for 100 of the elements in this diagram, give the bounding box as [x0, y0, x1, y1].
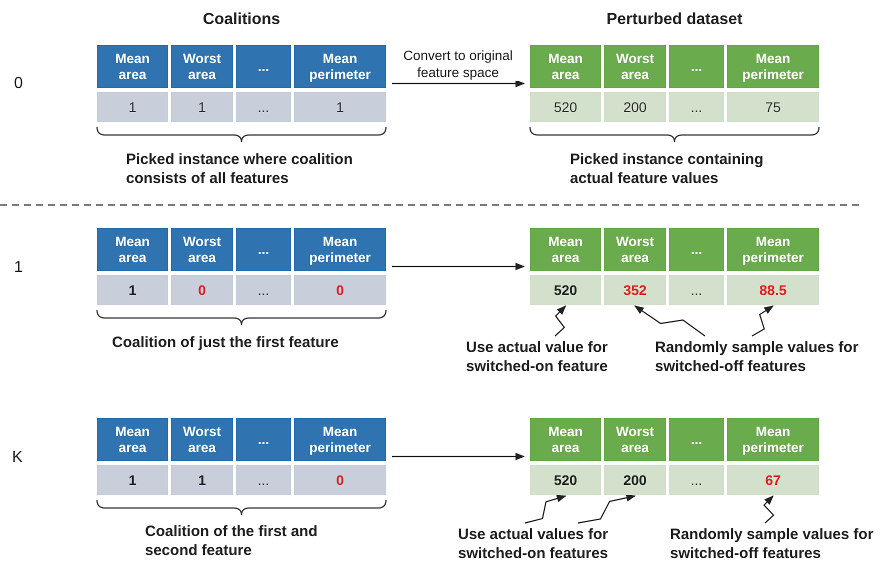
- header-cell: [530, 45, 601, 88]
- header-cell: [294, 45, 386, 88]
- header-cell: [171, 418, 233, 461]
- callout-text: Use actual value for switched-on feature: [466, 338, 631, 376]
- row-number: K: [12, 448, 24, 467]
- arrow: [392, 262, 525, 270]
- value-cell: [236, 92, 291, 122]
- column-header: Mean perimeter: [741, 50, 805, 82]
- arrow: [392, 80, 525, 88]
- leader-line: [578, 494, 636, 524]
- value-cell: [97, 92, 168, 122]
- header-cell: [236, 418, 291, 461]
- header-cell: [669, 418, 724, 461]
- feature-value: 1: [128, 472, 136, 488]
- header-cell: [727, 228, 819, 271]
- leader-line: [634, 305, 706, 336]
- header-cell: [97, 228, 168, 271]
- feature-value: ...: [690, 282, 702, 298]
- header-cell: [294, 228, 386, 271]
- column-title: Perturbed dataset: [605, 10, 744, 29]
- column-header: Mean perimeter: [308, 424, 372, 456]
- column-title: Coalitions: [202, 10, 282, 29]
- value-cell: [171, 465, 233, 495]
- column-header: ...: [258, 242, 270, 258]
- feature-value: ...: [690, 472, 702, 488]
- feature-value: 1: [336, 99, 344, 115]
- column-header: Mean perimeter: [308, 50, 372, 82]
- header-cell: [530, 418, 601, 461]
- feature-value: 520: [554, 472, 578, 488]
- header-cell: [97, 45, 168, 88]
- value-cell: [294, 92, 386, 122]
- column-header: Mean perimeter: [741, 424, 805, 456]
- value-cell: [97, 465, 168, 495]
- leader-line: [554, 305, 566, 336]
- column-header: Worst area: [182, 50, 222, 82]
- feature-value: 0: [336, 282, 344, 298]
- value-cell: [669, 465, 724, 495]
- feature-value: 1: [198, 99, 206, 115]
- feature-value: 88.5: [759, 282, 787, 298]
- brace-caption: Picked instance where coalition consists of all features: [126, 150, 354, 188]
- feature-value: 520: [554, 282, 578, 298]
- data-table: [530, 45, 819, 122]
- value-cell: [604, 92, 666, 122]
- feature-value: ...: [258, 282, 270, 298]
- header-cell: [727, 418, 819, 461]
- data-table: [97, 45, 386, 122]
- arrow: [392, 452, 525, 460]
- column-header: ...: [690, 432, 702, 448]
- column-header: ...: [258, 432, 270, 448]
- brace-caption: Coalition of the first and second feature: [145, 522, 318, 560]
- value-cell: [727, 92, 819, 122]
- header-cell: [294, 418, 386, 461]
- column-header: Mean area: [547, 234, 584, 266]
- column-header: Mean perimeter: [741, 234, 805, 266]
- brace-caption: Coalition of just the first feature: [112, 333, 340, 352]
- leader-line: [524, 494, 566, 524]
- column-header: Mean area: [114, 50, 151, 82]
- value-cell: [530, 465, 601, 495]
- header-cell: [604, 228, 666, 271]
- callout-text: Randomly sample values for switched-off features: [655, 338, 887, 376]
- header-cell: [727, 45, 819, 88]
- feature-value: 352: [623, 282, 647, 298]
- value-cell: [669, 275, 724, 305]
- value-cell: [171, 92, 233, 122]
- column-header: Worst area: [614, 424, 655, 456]
- data-table: [530, 228, 819, 305]
- feature-value: 520: [554, 99, 578, 115]
- column-header: ...: [690, 58, 702, 74]
- column-header: Mean area: [547, 50, 584, 82]
- column-header: Worst area: [182, 234, 222, 266]
- value-cell: [530, 92, 601, 122]
- leader-line: [763, 495, 774, 524]
- data-table: [97, 228, 386, 305]
- feature-value: 1: [198, 472, 206, 488]
- row-number: 0: [14, 74, 24, 93]
- brace-caption: Picked instance containing actual feature values: [570, 150, 764, 188]
- header-cell: [171, 228, 233, 271]
- value-cell: [530, 275, 601, 305]
- column-header: Mean area: [114, 424, 151, 456]
- feature-value: 67: [765, 472, 781, 488]
- column-header: Worst area: [614, 50, 655, 82]
- value-cell: [294, 275, 386, 305]
- row-number: 1: [14, 258, 24, 277]
- header-cell: [669, 228, 724, 271]
- column-header: Worst area: [614, 234, 655, 266]
- header-cell: [530, 228, 601, 271]
- feature-value: 0: [336, 472, 344, 488]
- header-cell: [669, 45, 724, 88]
- feature-value: 75: [765, 99, 781, 115]
- value-cell: [171, 275, 233, 305]
- feature-value: ...: [258, 472, 270, 488]
- header-cell: [171, 45, 233, 88]
- value-cell: [236, 465, 291, 495]
- header-cell: [604, 45, 666, 88]
- feature-value: 1: [128, 99, 136, 115]
- value-cell: [604, 465, 666, 495]
- column-header: ...: [690, 242, 702, 258]
- data-table: [97, 418, 386, 495]
- column-header: Worst area: [182, 424, 222, 456]
- value-cell: [604, 275, 666, 305]
